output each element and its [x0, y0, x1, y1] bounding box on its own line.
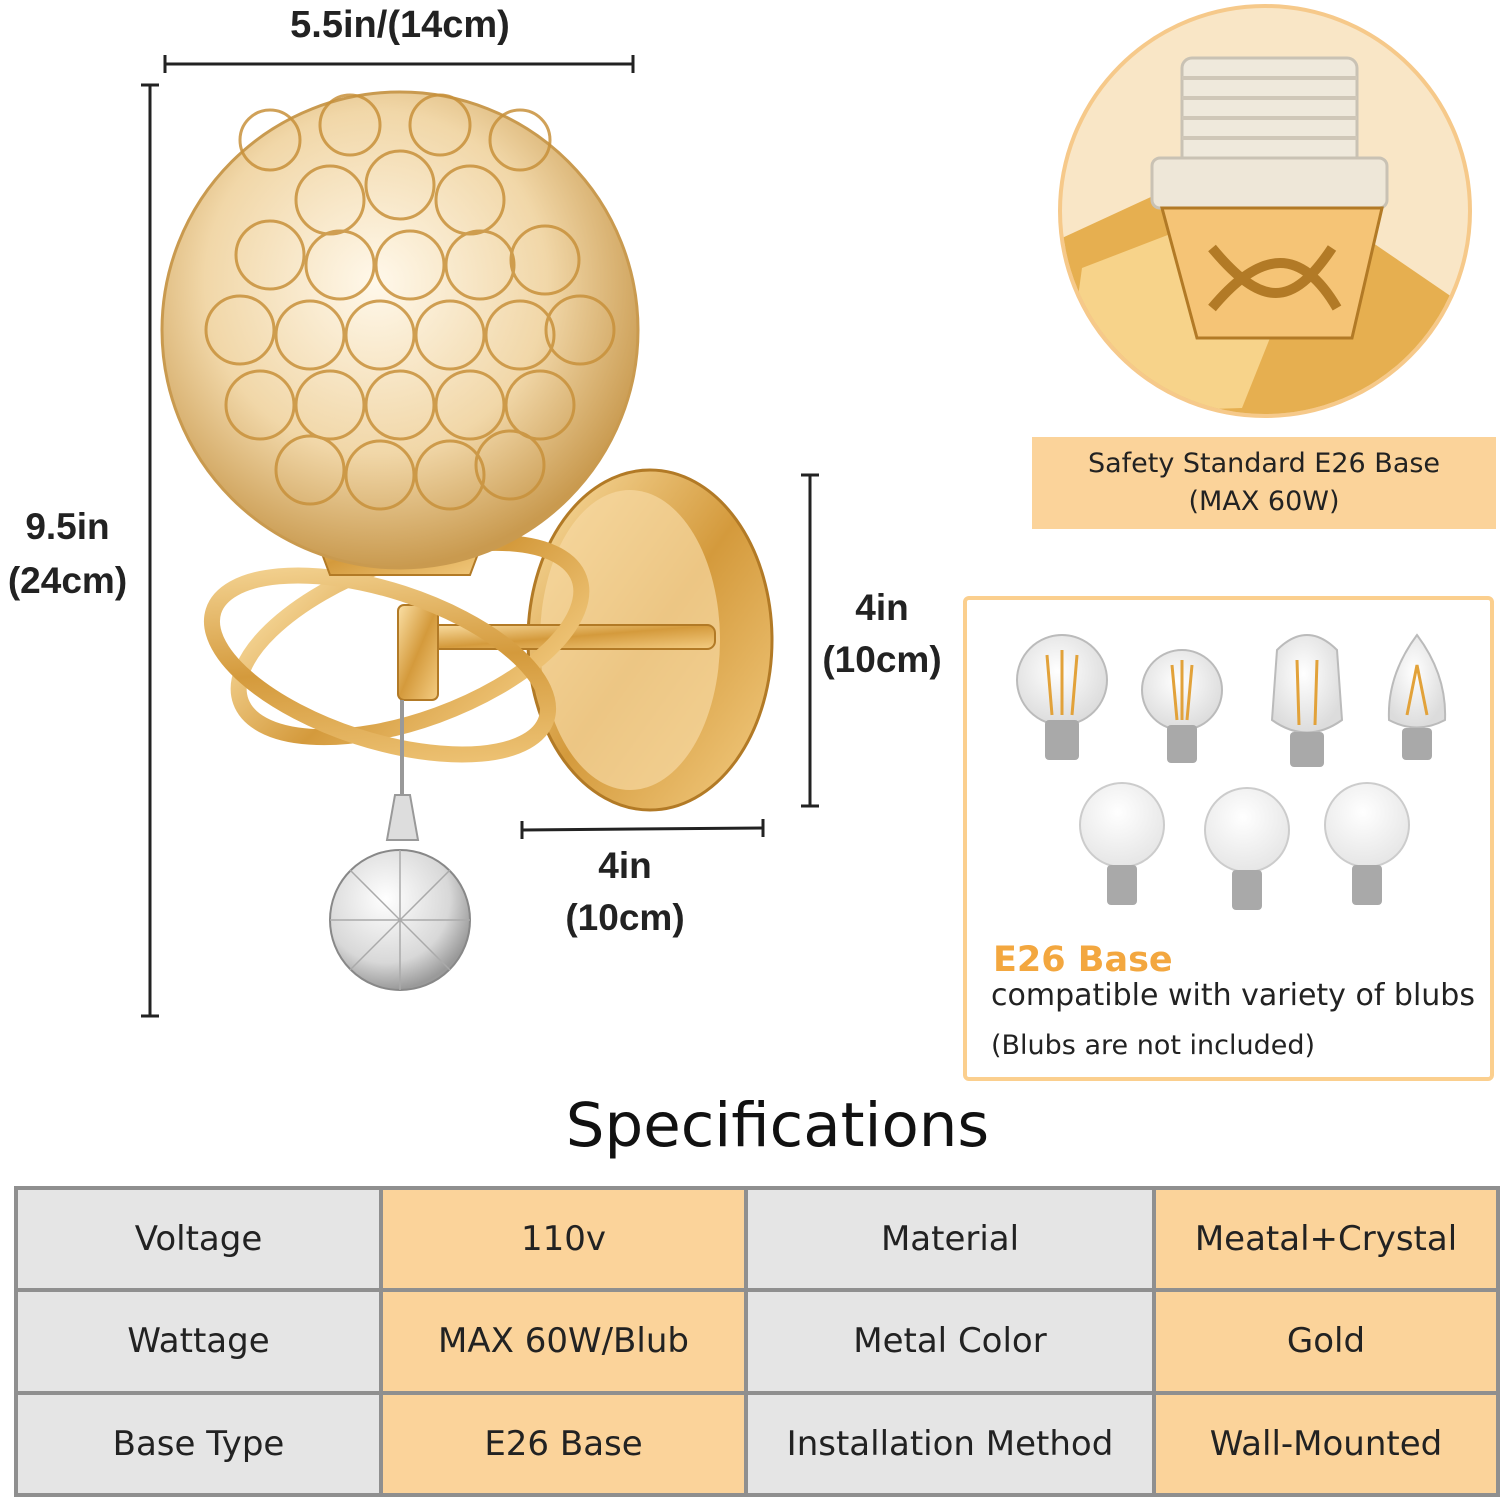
dimension-height-label: 9.5in (24cm) — [0, 500, 135, 608]
spec-value: MAX 60W/Blub — [379, 1288, 748, 1395]
dimension-depth-label: 4in (10cm) — [812, 582, 952, 686]
spec-key: Material — [744, 1185, 1156, 1293]
decorative-ring — [203, 567, 557, 763]
spec-value: Wall-Mounted — [1152, 1390, 1500, 1498]
bulb-icon — [1204, 787, 1290, 910]
bulb-icon — [1324, 782, 1410, 905]
spec-value: 110v — [379, 1185, 748, 1293]
bulb-icon — [1270, 634, 1344, 767]
table-row: Wattage MAX 60W/Blub Metal Color Gold — [14, 1288, 1500, 1395]
table-row: Base Type E26 Base Installation Method W… — [14, 1390, 1500, 1498]
dimension-lines — [141, 55, 819, 1018]
socket-cup — [1160, 206, 1384, 340]
dimension-depth-cm: (10cm) — [822, 639, 942, 680]
specifications-title: Specifications — [565, 1090, 990, 1161]
spec-value: E26 Base — [379, 1390, 748, 1498]
socket-caption-line1: Safety Standard E26 Base — [1087, 448, 1441, 479]
bulb-icon — [1141, 649, 1223, 763]
bulb-compatibility-panel: E26 Base compatible with variety of blub… — [963, 596, 1494, 1081]
socket-caption-line2: (MAX 60W) — [1188, 486, 1340, 517]
spec-key: Wattage — [14, 1288, 383, 1395]
bulb-panel-description: compatible with variety of blubs — [991, 978, 1475, 1013]
crystal-globe — [160, 90, 640, 570]
dimension-width-label: 5.5in/(14cm) — [290, 4, 510, 46]
dimension-height-in: 9.5in — [25, 506, 110, 547]
dimension-plate-in: 4in — [598, 845, 652, 886]
spec-value: Gold — [1152, 1288, 1500, 1395]
dimension-plate-cm: (10cm) — [565, 897, 685, 938]
socket-closeup-image — [1058, 4, 1472, 418]
dimension-plate-label: 4in (10cm) — [555, 840, 695, 944]
bulb-icon — [1016, 634, 1108, 760]
compatible-bulbs-image — [1016, 633, 1447, 910]
spec-key: Metal Color — [744, 1288, 1156, 1395]
bulb-icon — [1387, 633, 1447, 760]
spec-key: Base Type — [14, 1390, 383, 1498]
spec-key: Installation Method — [744, 1390, 1156, 1498]
socket-caption: Safety Standard E26 Base (MAX 60W) — [1032, 437, 1496, 529]
spec-key: Voltage — [14, 1185, 383, 1293]
bulb-icon — [1079, 782, 1165, 905]
dimension-depth-in: 4in — [855, 587, 909, 628]
bulb-panel-title: E26 Base — [993, 940, 1173, 980]
dimension-height-cm: (24cm) — [7, 560, 128, 601]
specifications-table: Voltage 110v Material Meatal+Crystal Wat… — [14, 1185, 1500, 1498]
bulb-panel-note: (Blubs are not included) — [991, 1030, 1315, 1061]
wall-sconce-image — [160, 90, 774, 991]
table-row: Voltage 110v Material Meatal+Crystal — [14, 1185, 1500, 1293]
socket-threads — [1180, 56, 1359, 170]
spec-value: Meatal+Crystal — [1152, 1185, 1500, 1293]
